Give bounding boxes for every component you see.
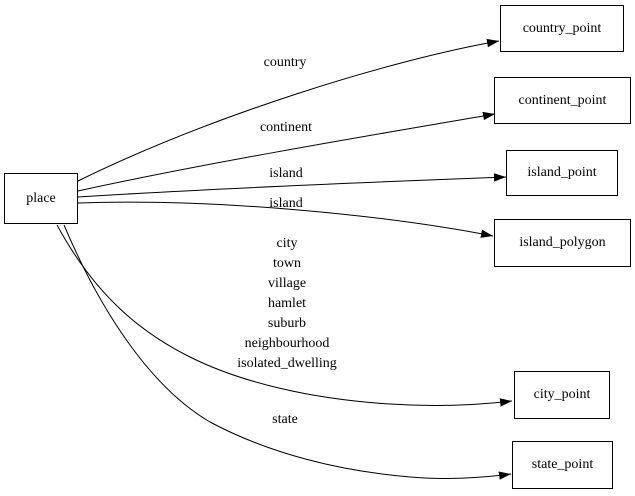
- edge-label-line: suburb: [267, 316, 307, 331]
- edge-label-line: state: [272, 412, 298, 427]
- edge-label-place-to-island_polygon: island: [269, 194, 302, 214]
- node-island_point: island_point: [506, 150, 618, 196]
- edge-label-line: island: [269, 166, 303, 181]
- edge-place-to-country_point: [77, 38, 500, 182]
- edge-label-line: continent: [259, 120, 313, 135]
- node-label-place: place: [26, 190, 56, 206]
- edges-group: [56, 38, 513, 480]
- edge-label-place-to-state_point: state: [272, 410, 298, 430]
- edge-label-line: neighbourhood: [244, 336, 330, 351]
- edge-place-to-island_polygon: [77, 201, 494, 238]
- edge-place-to-island_point: [77, 173, 507, 198]
- node-state_point: state_point: [512, 441, 613, 489]
- edge-label-line: hamlet: [267, 296, 307, 311]
- edge-place-to-continent_point: [77, 111, 496, 192]
- edge-label-line: town: [272, 256, 301, 271]
- node-continent_point: continent_point: [494, 77, 631, 124]
- node-label-island_polygon: island_polygon: [519, 235, 606, 250]
- edge-label-line: country: [263, 55, 307, 70]
- node-city_point: city_point: [514, 371, 610, 419]
- edge-label-line: village: [267, 276, 307, 291]
- edge-label-line: city: [276, 236, 298, 251]
- edge-place-to-city_point: [56, 224, 513, 407]
- node-label-state_point: state_point: [531, 457, 594, 472]
- edge-place-to-state_point: [63, 224, 512, 480]
- edge-label-place-to-city_point: city town village hamlet suburb neighbourhood…: [237, 234, 337, 374]
- edge-label-place-to-country_point: country: [264, 53, 307, 73]
- edge-label-line: island: [269, 196, 303, 211]
- node-label-city_point: city_point: [533, 387, 591, 402]
- edge-label-place-to-continent_point: continent: [260, 118, 312, 138]
- node-label-island_point: island_point: [527, 165, 597, 180]
- node-country_point: country_point: [500, 5, 624, 52]
- edge-label-place-to-island_point: island: [269, 164, 302, 184]
- node-place: place: [4, 173, 78, 224]
- node-label-country_point: country_point: [522, 20, 602, 36]
- node-island_polygon: island_polygon: [494, 219, 631, 267]
- node-label-continent_point: continent_point: [518, 92, 607, 108]
- edge-label-line: isolated_dwelling: [237, 356, 337, 371]
